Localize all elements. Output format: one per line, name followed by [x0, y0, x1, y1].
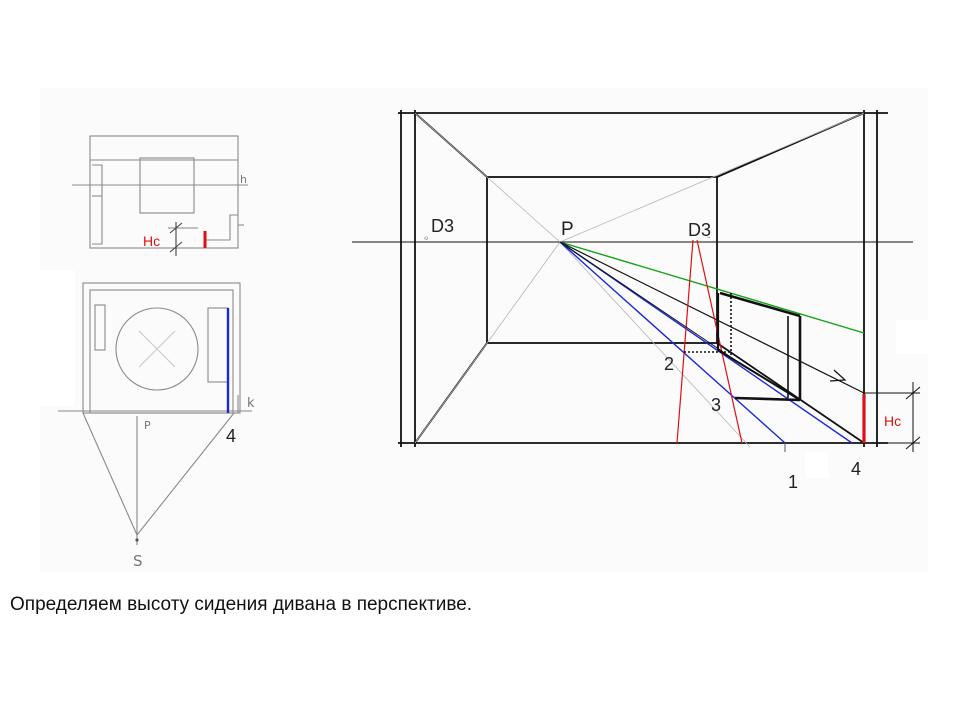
sofa-base-line [717, 349, 801, 401]
back-wall [486, 176, 718, 344]
elevation-seat-tick-bottom [169, 241, 183, 253]
ray-p-to-left-corner [414, 112, 561, 243]
point-3-label: 3 [711, 395, 721, 415]
plan-center-mark: P [144, 419, 151, 432]
distance-point-left-label: D3 [431, 216, 454, 236]
blue-ray-to-point-1 [559, 241, 786, 444]
slide-caption: Определяем высоту сидения дивана в персп… [10, 594, 473, 615]
perspective-room [398, 110, 888, 447]
elevation-right-sofa [206, 214, 238, 241]
plan-carpet-diag-b [138, 330, 176, 368]
perspective-sofa [684, 291, 802, 402]
white-patch-left [40, 270, 74, 406]
d3-right-mark: ᵕ [707, 234, 711, 244]
ray-p-to-left-floor [414, 241, 561, 444]
left-horizon-mark: ℴ [424, 233, 428, 243]
seat-height-label: Hc [884, 413, 901, 429]
point-4-label: 4 [851, 459, 861, 479]
plan-left-sofa [94, 304, 106, 351]
plan-visual-ray-right [136, 412, 235, 536]
elevation-seat-tick-top [169, 222, 183, 234]
white-patch-bottom [806, 452, 828, 478]
plan-inner-wall [89, 289, 234, 414]
point-1-label: 1 [788, 472, 798, 492]
plan-round-carpet [115, 307, 199, 391]
red-ray-b [696, 239, 743, 444]
plan-view [58, 282, 252, 545]
black-seat-ray [559, 241, 865, 394]
dim-tick-top [905, 386, 921, 400]
elevation-outer-frame [89, 135, 239, 249]
green-height-ray [559, 241, 865, 334]
black-ray-to-back-corner [559, 241, 736, 361]
sofa-back-top-edge [719, 291, 801, 318]
elevation-left-sofa [92, 164, 103, 245]
elevation-horizon-mark: h [240, 173, 247, 186]
red-ray-a [676, 239, 694, 444]
plan-visual-ray-left [82, 412, 138, 536]
plan-station-point [135, 538, 139, 542]
front-elevation [72, 135, 248, 256]
blue-ray-to-point-4 [559, 241, 853, 444]
vanishing-point-label: P [561, 219, 574, 240]
elevation-window [139, 157, 195, 214]
plan-point-4-label: 4 [226, 426, 236, 446]
plan-station-point-label: S [133, 552, 143, 570]
plan-picture-plane-mark: k [247, 396, 255, 411]
dim-tick-bottom [905, 436, 921, 450]
paper-sheet [40, 88, 928, 572]
floor-edge-right [716, 342, 865, 444]
sofa-bottom-edge [734, 396, 801, 402]
ray-p-to-floor-right [559, 241, 751, 448]
elevation-seat-label: Hc [143, 233, 160, 249]
black-seat-ray-arrow [829, 369, 847, 382]
seat-height-dimension [864, 382, 921, 452]
point-2-label: 2 [664, 354, 674, 374]
construction-lines [414, 112, 865, 448]
distance-point-right-label: D3 [688, 220, 711, 240]
white-patch-right [896, 320, 928, 354]
ray-p-to-ceiling-right [559, 112, 865, 243]
